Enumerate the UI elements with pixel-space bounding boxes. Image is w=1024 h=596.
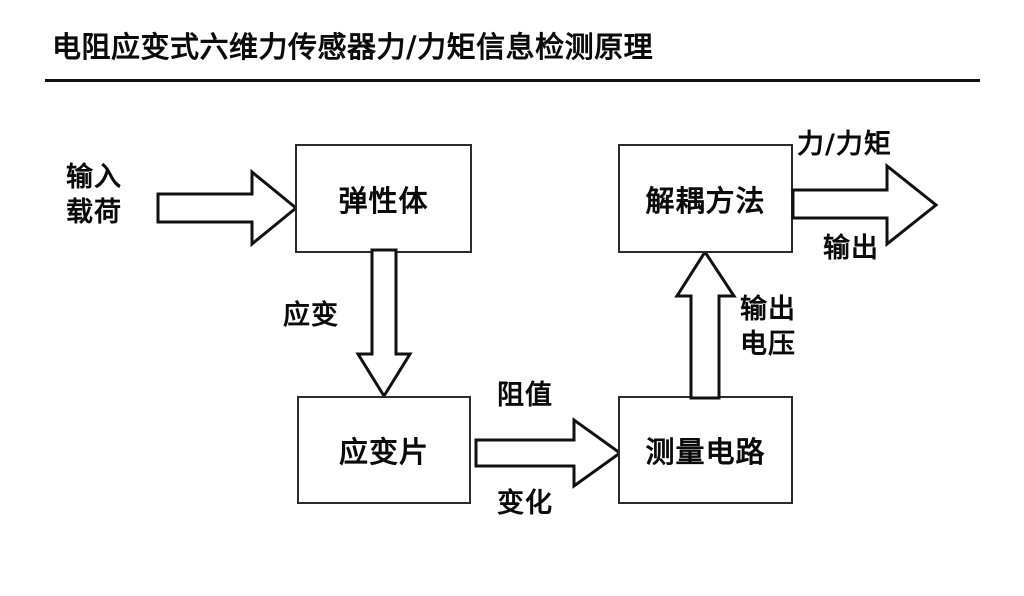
node-decoupling-method[interactable]: 解耦方法: [618, 144, 793, 253]
title-divider: [45, 79, 980, 82]
edge-label-input-load: 输入 载荷: [66, 160, 122, 230]
edge-label-strain: 应变: [283, 300, 339, 331]
arrow-circuit-to-decouple: [674, 249, 738, 400]
edge-label-change: 变化: [497, 488, 553, 519]
edge-label-output-voltage: 输出 电压: [740, 292, 796, 362]
page-title: 电阻应变式六维力传感器力/力矩信息检测原理: [52, 30, 654, 64]
node-elastic-body-label: 弹性体: [338, 183, 429, 218]
edge-label-input-load-line2: 载荷: [66, 197, 122, 229]
arrow-elastic-to-strain-gauge: [355, 248, 413, 399]
node-strain-gauge-label: 应变片: [338, 435, 429, 469]
node-measurement-circuit[interactable]: 测量电路: [618, 396, 793, 504]
edge-label-output: 输出: [823, 233, 879, 264]
arrow-strain-gauge-to-circuit: [474, 417, 623, 489]
node-strain-gauge[interactable]: 应变片: [297, 396, 471, 504]
arrow-input-to-elastic: [156, 168, 299, 248]
edge-label-input-load-line1: 输入: [66, 162, 122, 193]
edge-label-resistance: 阻值: [497, 380, 553, 411]
node-measurement-circuit-label: 测量电路: [645, 435, 766, 469]
edge-label-output-voltage-line2: 电压: [740, 329, 796, 361]
edge-label-output-voltage-line1: 输出: [740, 294, 796, 325]
arrow-decouple-output: [791, 160, 939, 250]
edge-label-force-torque: 力/力矩: [797, 129, 892, 160]
node-elastic-body[interactable]: 弹性体: [295, 144, 472, 253]
node-decoupling-method-label: 解耦方法: [645, 183, 766, 218]
